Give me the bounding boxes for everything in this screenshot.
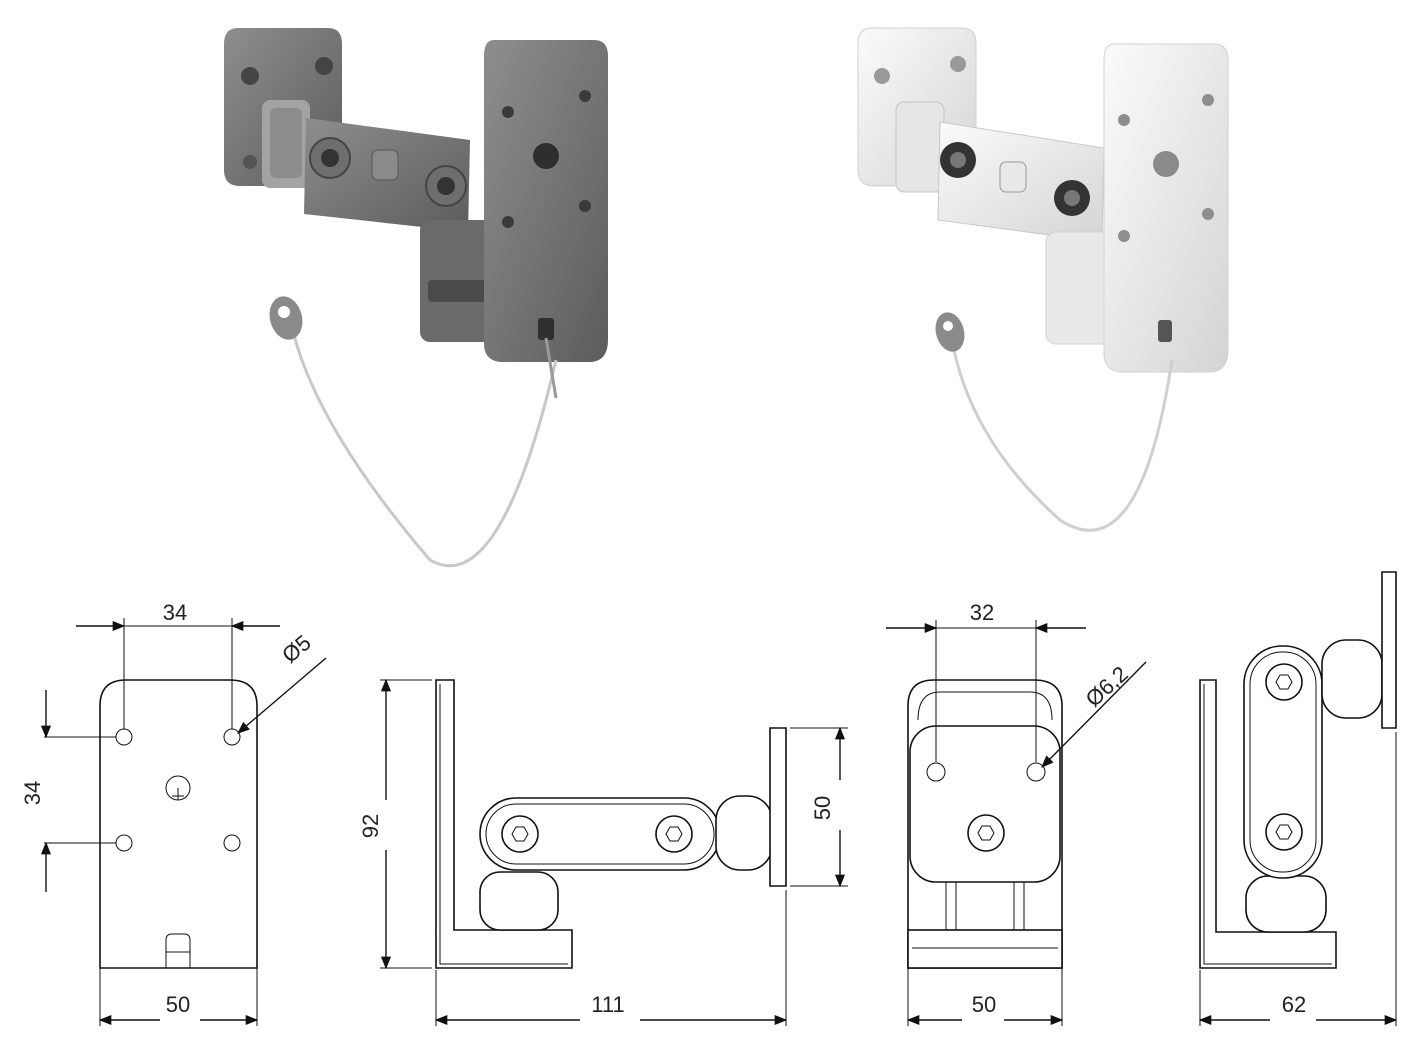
speaker-plate <box>484 40 608 362</box>
swivel-arm <box>937 121 1105 243</box>
dim-hole-spacing-h: 32 <box>970 600 994 625</box>
lower-hinge <box>420 220 498 342</box>
hinge-block <box>895 101 945 193</box>
dim-hole-spacing-h: 34 <box>163 600 187 625</box>
dim-height: 92 <box>358 814 383 838</box>
dim-hole-diameter: Ø6,2 <box>1081 661 1133 711</box>
hinge-block <box>262 100 310 188</box>
drawing-speaker-plate-front: 34 Ø5 34 50 <box>20 600 327 1026</box>
dim-plate-width: 50 <box>166 992 190 1017</box>
dim-wall-plate-height: 50 <box>810 796 835 820</box>
safety-cable <box>269 296 558 568</box>
drawing-side-view-1: 92 50 111 <box>358 678 848 1026</box>
drawing-wall-plate-front: 32 Ø6,2 50 <box>886 600 1147 1026</box>
dim-depth: 111 <box>591 992 624 1017</box>
speaker-plate <box>1103 43 1229 373</box>
drawing-side-view-2: 62 <box>1198 571 1398 1026</box>
dim-hole-spacing-v: 34 <box>20 781 45 805</box>
safety-cable <box>935 312 1174 532</box>
swivel-arm <box>304 118 470 232</box>
dim-plate-width: 50 <box>972 992 996 1017</box>
bracket-photo-white <box>857 27 1229 532</box>
dim-hole-diameter: Ø5 <box>277 630 316 668</box>
dim-depth: 62 <box>1282 992 1306 1017</box>
bracket-photo-dark <box>224 28 608 568</box>
